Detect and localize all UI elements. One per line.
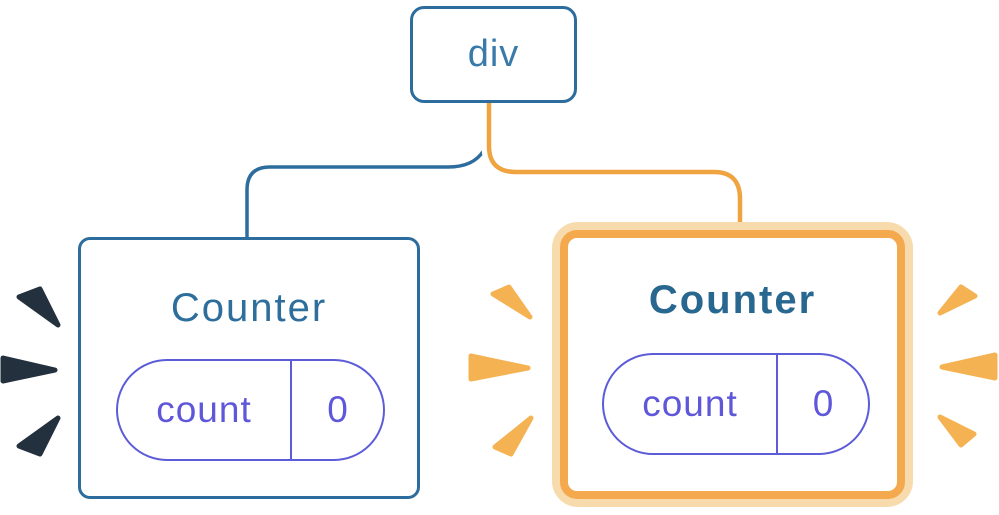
tree-root-node: div bbox=[410, 6, 577, 103]
burst-mark-dark-top bbox=[16, 286, 61, 328]
burst-marks-orange-left bbox=[468, 284, 534, 457]
burst-mark-orange-bottom-right bbox=[937, 414, 977, 448]
component-title: Counter bbox=[648, 278, 817, 322]
burst-mark-dark-middle bbox=[0, 355, 58, 384]
burst-mark-orange-middle-right bbox=[939, 352, 998, 381]
burst-mark-orange-top-right bbox=[937, 284, 978, 316]
burst-mark-orange-middle-left bbox=[468, 353, 531, 382]
root-node-label: div bbox=[467, 33, 520, 75]
state-pill: count 0 bbox=[116, 359, 385, 461]
highlight-inner-border: Counter count 0 bbox=[560, 230, 905, 499]
burst-mark-dark-bottom bbox=[16, 415, 61, 457]
state-pill: count 0 bbox=[602, 353, 870, 455]
edge-root-to-right-counter bbox=[486, 101, 743, 230]
state-value-cell: 0 bbox=[327, 389, 348, 430]
state-value-cell: 0 bbox=[812, 383, 834, 424]
left-counter-node: Counter count 0 bbox=[78, 237, 420, 499]
edge-root-to-left-counter bbox=[245, 105, 494, 243]
burst-marks-dark bbox=[0, 286, 61, 457]
burst-mark-orange-top-left bbox=[490, 284, 533, 320]
burst-marks-orange-right bbox=[937, 284, 998, 448]
component-title: Counter bbox=[170, 286, 328, 330]
highlighted-counter-node: Counter count 0 bbox=[552, 222, 913, 507]
state-key-cell: count bbox=[118, 361, 292, 459]
burst-mark-orange-bottom-left bbox=[492, 415, 534, 457]
state-key-cell: count bbox=[604, 355, 778, 453]
edge-root-to-right-counter-casing bbox=[481, 101, 748, 230]
